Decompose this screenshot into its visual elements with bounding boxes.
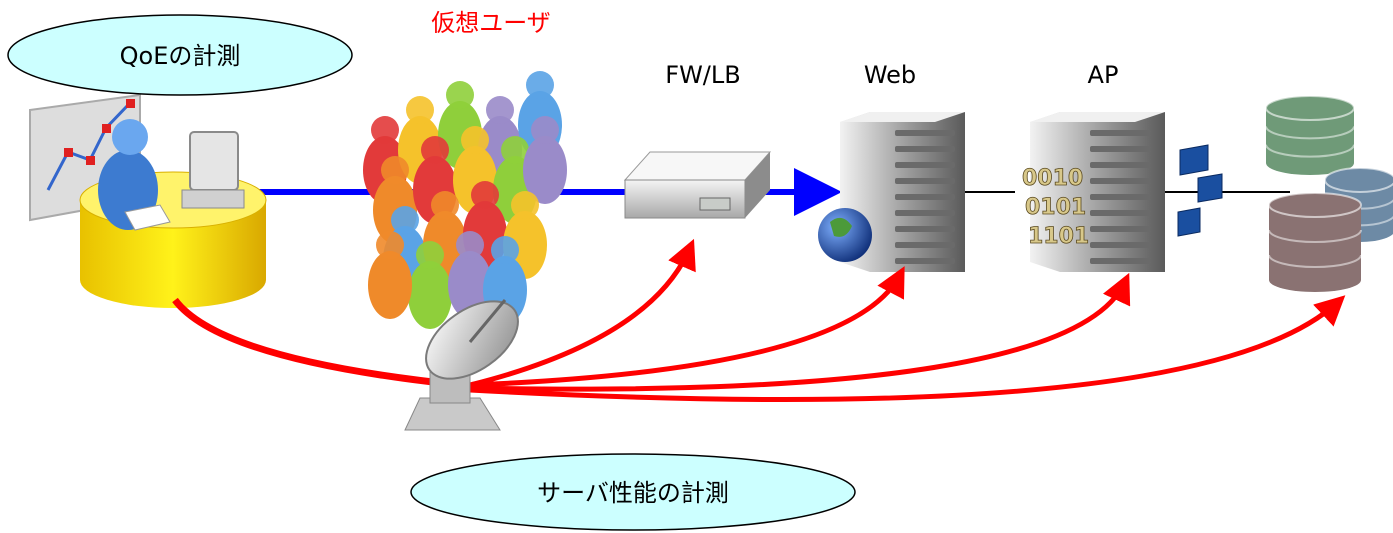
- db-cylinder-green: [1265, 95, 1355, 175]
- virtual-users-icon: [363, 71, 567, 329]
- monitor-arrow-db: [469, 295, 1346, 402]
- virtual-users-label: 仮想ユーザ: [431, 9, 551, 37]
- monitor-station-icon: [29, 93, 267, 308]
- web-server-icon: [818, 112, 965, 272]
- satellite-dish-icon: [404, 299, 519, 431]
- web-label: Web: [864, 61, 916, 89]
- binary-row-2: 0101: [1025, 195, 1086, 220]
- server-perf-label: サーバ性能の計測: [537, 479, 729, 507]
- db-cylinder-brown: [1268, 192, 1362, 292]
- qoe-label: QoEの計測: [120, 42, 241, 70]
- fwlb-device-icon: [623, 151, 772, 219]
- ap-label: AP: [1088, 61, 1119, 89]
- binary-row-3: 1101: [1028, 224, 1089, 249]
- database-icon: [1265, 95, 1393, 292]
- fwlb-label: FW/LB: [665, 61, 740, 89]
- monitoring-arrows: [172, 238, 1346, 402]
- binary-row-1: 0010: [1022, 166, 1083, 191]
- monitor-arrow-fwlb: [469, 238, 696, 388]
- monitor-arrow-client: [172, 297, 461, 389]
- server-perf-callout: サーバ性能の計測: [410, 453, 856, 531]
- ap-server-icon: 0010 0101 1101: [1022, 112, 1223, 272]
- monitor-arrow-ap: [469, 272, 1131, 392]
- qoe-callout: QoEの計測: [7, 14, 353, 96]
- monitor-arrow-web: [469, 266, 905, 388]
